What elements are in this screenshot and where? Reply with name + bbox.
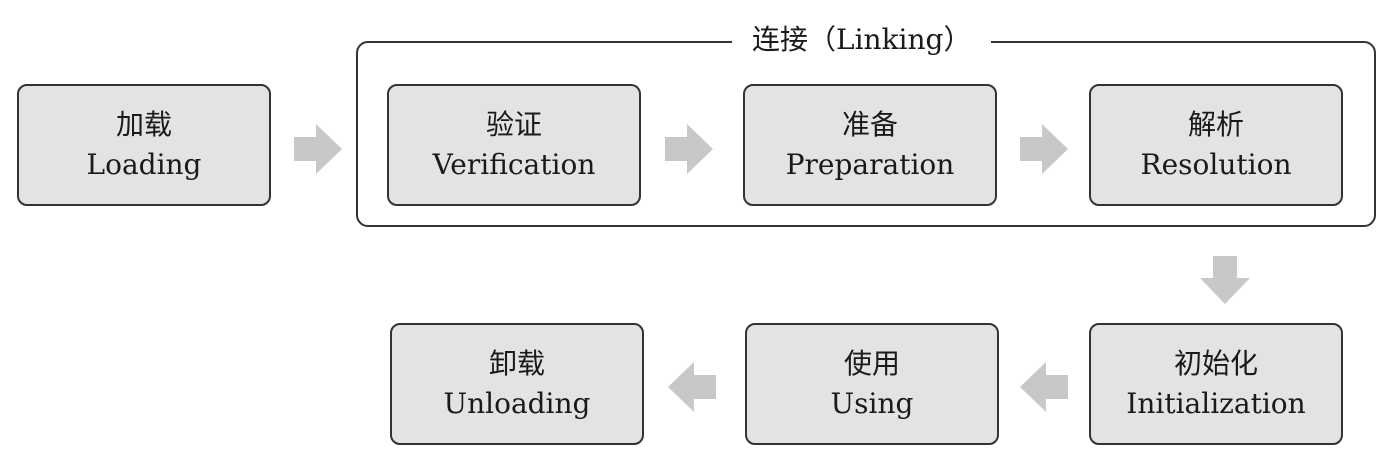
arrow-shape — [1200, 256, 1250, 304]
node-using-zh: 使用 — [843, 347, 900, 380]
arrow-left-icon — [668, 362, 716, 412]
node-initialization-en: Initialization — [1126, 387, 1306, 420]
arrow-shape — [1020, 124, 1068, 174]
node-verification-en: Verification — [432, 148, 596, 181]
node-resolution: 解析 Resolution — [1089, 84, 1343, 206]
node-loading: 加载 Loading — [17, 84, 271, 206]
arrow-shape — [668, 362, 716, 412]
node-initialization-zh: 初始化 — [1173, 347, 1258, 380]
node-unloading-zh: 卸载 — [488, 347, 545, 380]
node-loading-zh: 加载 — [115, 108, 172, 141]
node-unloading-en: Unloading — [443, 387, 591, 420]
arrow-right-icon — [665, 124, 713, 174]
node-resolution-en: Resolution — [1140, 148, 1292, 181]
node-preparation: 准备 Preparation — [743, 84, 997, 206]
arrow-shape — [1020, 362, 1068, 412]
node-loading-en: Loading — [86, 148, 202, 181]
node-verification-zh: 验证 — [485, 108, 542, 141]
node-resolution-zh: 解析 — [1187, 108, 1244, 141]
arrow-right-icon — [1020, 124, 1068, 174]
arrow-shape — [665, 124, 713, 174]
node-unloading: 卸载 Unloading — [390, 323, 644, 445]
arrow-down-icon — [1200, 256, 1250, 304]
node-using-en: Using — [830, 387, 914, 420]
node-preparation-zh: 准备 — [841, 108, 898, 141]
node-verification: 验证 Verification — [387, 84, 641, 206]
node-initialization: 初始化 Initialization — [1089, 323, 1343, 445]
arrow-shape — [294, 124, 342, 174]
arrow-right-icon — [294, 124, 342, 174]
arrow-left-icon — [1020, 362, 1068, 412]
node-using: 使用 Using — [745, 323, 999, 445]
linking-group-title: 连接（Linking） — [732, 20, 992, 60]
node-preparation-en: Preparation — [785, 148, 955, 181]
